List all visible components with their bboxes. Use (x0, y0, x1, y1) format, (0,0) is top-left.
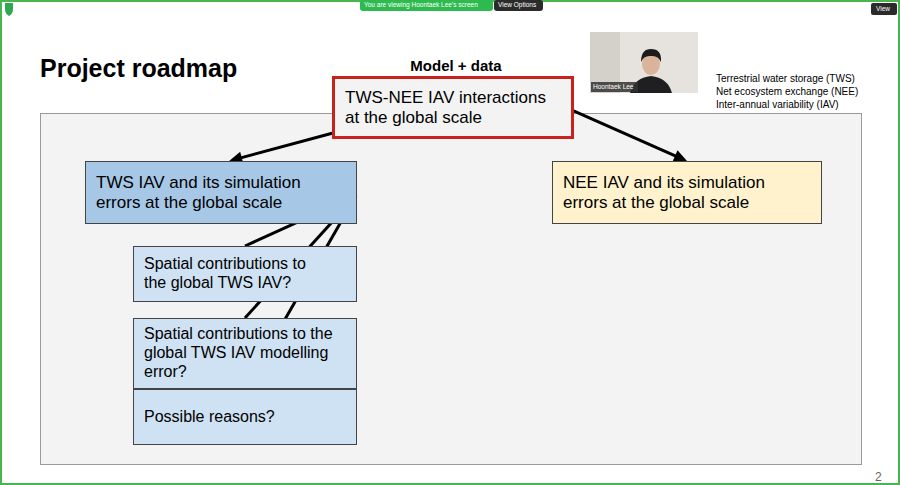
button-text: View Options (498, 1, 536, 9)
box-text: Spatial contributions to the global TWS … (144, 255, 326, 292)
box-text: NEE IAV and its simulation errors at the… (563, 173, 801, 213)
connector (229, 133, 333, 163)
participant-name: Hoontaek Lee (593, 83, 633, 91)
connector (573, 111, 687, 162)
arrowhead (673, 150, 687, 161)
share-banner (360, 0, 493, 11)
abbreviation-note: Terrestrial water storage (TWS) (716, 73, 855, 85)
abbreviation-note: Net ecosystem exchange (NEE) (716, 86, 858, 98)
shield-icon (5, 3, 13, 16)
topic-box: NEE IAV and its simulation errors at the… (552, 161, 822, 224)
question-box: Spatial contributions to the global TWS … (133, 246, 357, 302)
connector-line (240, 133, 333, 158)
box-heading: Model + data (332, 55, 574, 76)
abbreviation-note: Inter-annual variability (IAV) (716, 99, 839, 111)
box-text: Spatial contributions to the global TWS … (144, 325, 344, 381)
share-banner-text: You are viewing Hoontaek Lee's screen (364, 1, 478, 9)
box-text: TWS-NEE IAV interactions at the global s… (345, 88, 561, 128)
slide-title: Project roadmap (40, 53, 237, 83)
view-options-button (494, 0, 543, 11)
box-frame: TWS-NEE IAV interactions at the global s… (332, 76, 574, 139)
button-text: View (876, 5, 890, 13)
question-box: Possible reasons? (133, 389, 357, 445)
view-button (871, 3, 897, 15)
topic-box: TWS IAV and its simulation errors at the… (85, 161, 357, 224)
box-text: TWS IAV and its simulation errors at the… (96, 173, 334, 213)
question-box: Spatial contributions to the global TWS … (133, 318, 357, 389)
webcam-background (590, 32, 698, 93)
goal-box: Model + dataTWS-NEE IAV interactions at … (332, 55, 574, 139)
connector-line (573, 111, 677, 157)
slide-number: 2 (875, 470, 882, 484)
box-text: Possible reasons? (144, 408, 344, 427)
person-hair (641, 49, 661, 62)
name-tag (591, 82, 638, 92)
